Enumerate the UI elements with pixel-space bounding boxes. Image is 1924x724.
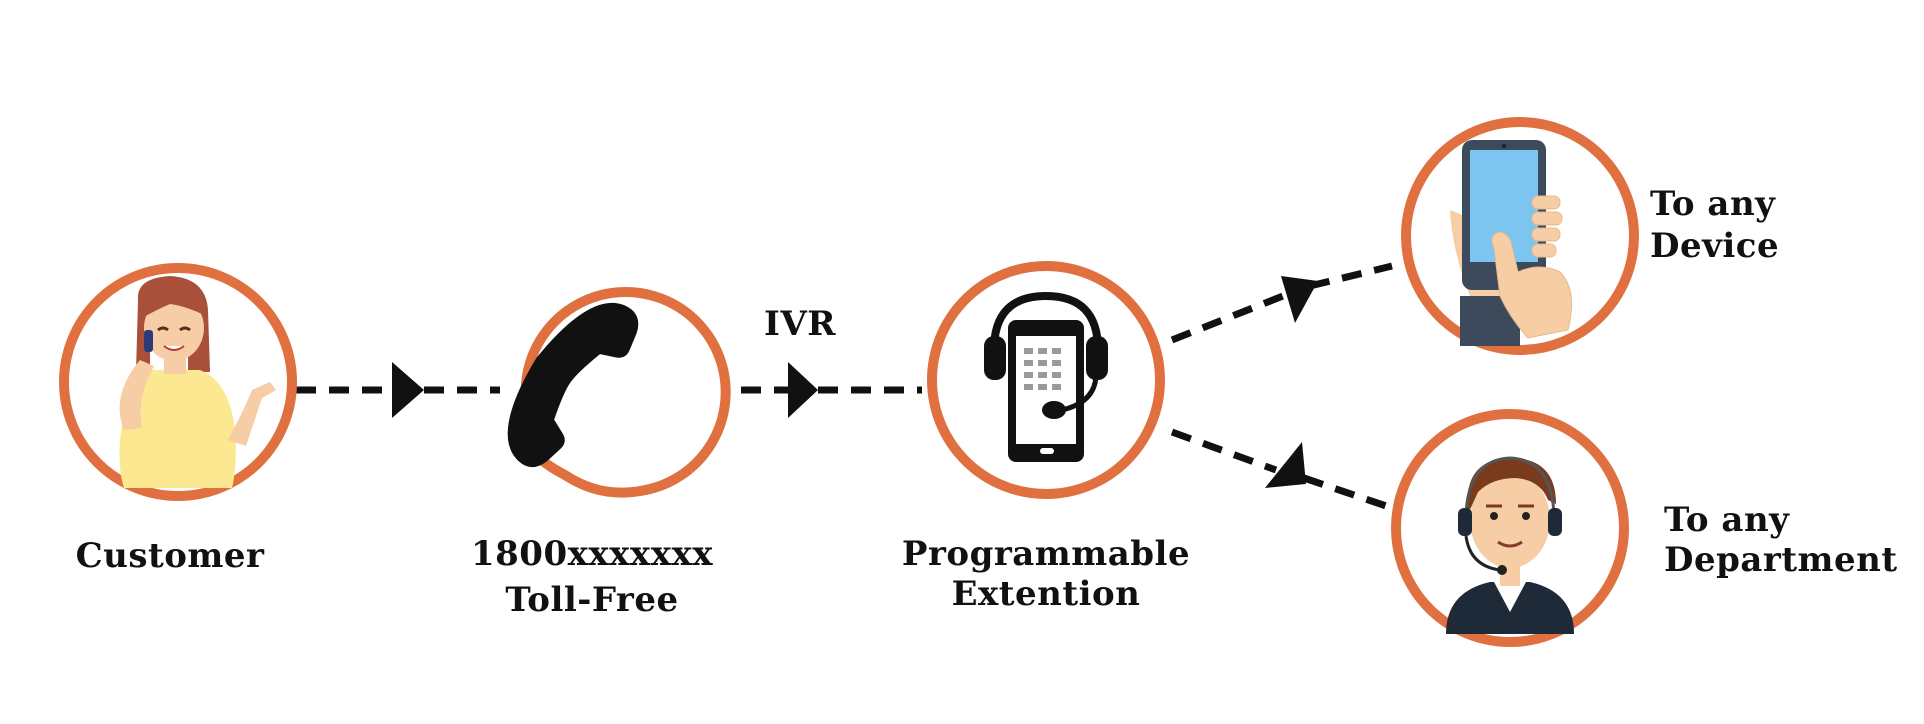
node-customer <box>59 263 297 501</box>
extension-label-line2: Extention <box>951 574 1141 614</box>
node-extension <box>927 261 1165 499</box>
telephone-handset-icon <box>507 302 639 468</box>
agent-headset-icon <box>1446 456 1574 634</box>
department-label-line1: To any <box>1664 500 1790 540</box>
device-label-line1: To any <box>1650 184 1776 224</box>
headset-phone-icon <box>984 291 1108 462</box>
customer-label: Customer <box>75 536 265 576</box>
woman-on-phone-icon <box>119 276 276 488</box>
node-device <box>1401 117 1639 355</box>
tollfree-number-label: 1800xxxxxxx <box>470 534 714 574</box>
device-label-line2: Device <box>1650 226 1780 266</box>
node-tollfree <box>507 287 731 498</box>
extension-label-line1: Programmable <box>901 534 1191 574</box>
ivr-label: IVR <box>763 304 837 344</box>
hand-smartphone-icon <box>1450 140 1573 346</box>
connector-customer-to-tollfree <box>296 362 500 418</box>
connector-extension-to-department <box>1170 428 1394 512</box>
tollfree-type-label: Toll-Free <box>505 580 679 620</box>
connector-extension-to-device <box>1170 262 1393 344</box>
department-label-line2: Department <box>1664 540 1898 580</box>
connector-tollfree-to-extension <box>708 362 922 418</box>
node-department <box>1391 409 1629 647</box>
